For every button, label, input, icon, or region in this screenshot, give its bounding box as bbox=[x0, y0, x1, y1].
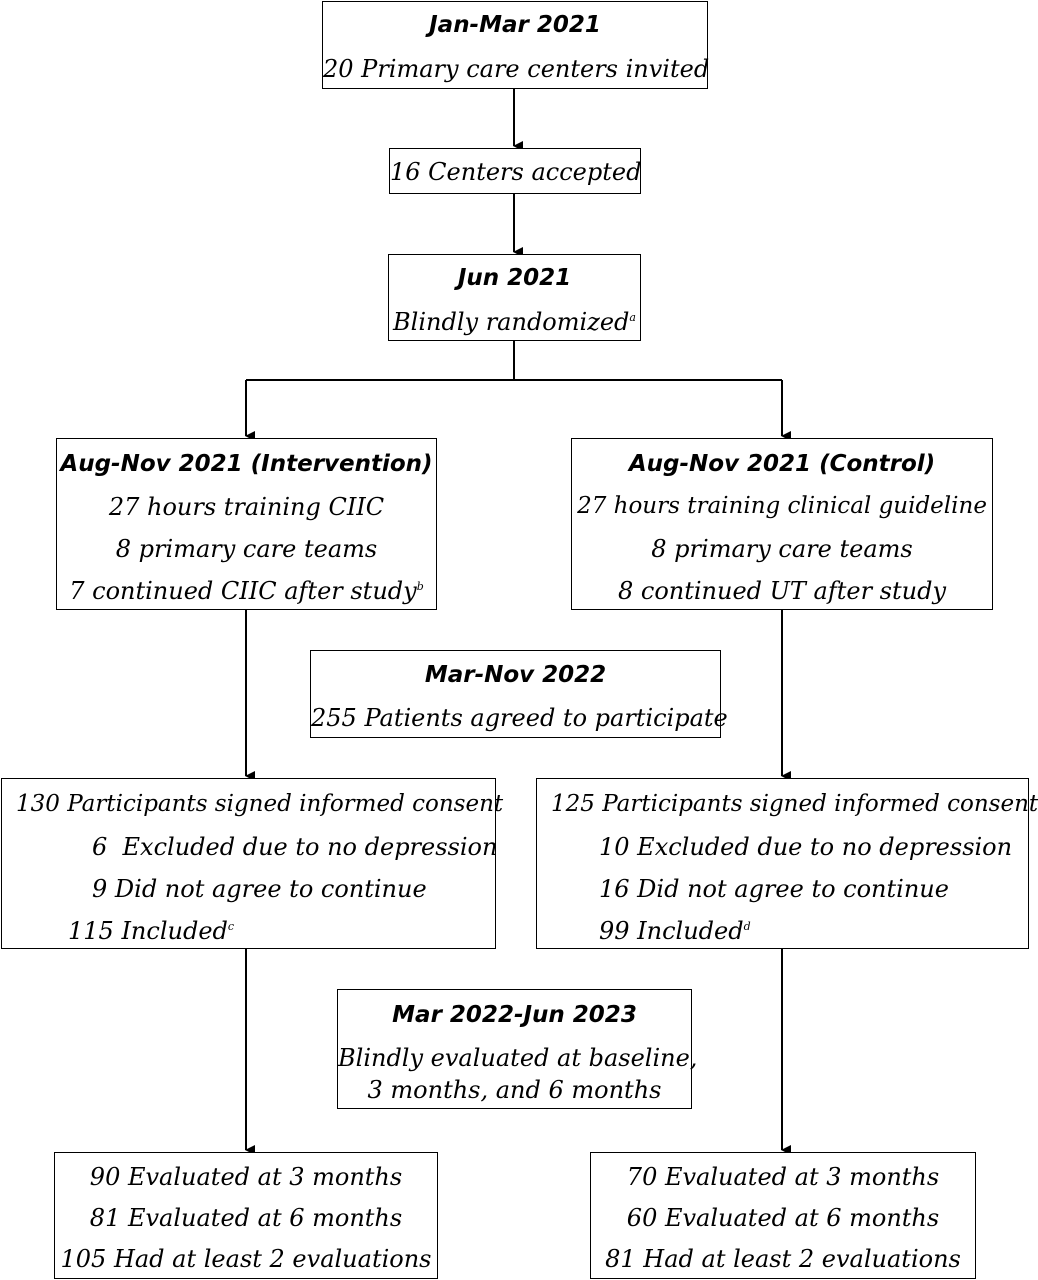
evaluation-text-2: 3 months, and 6 months bbox=[367, 1076, 662, 1104]
intervention-header: Aug-Nov 2021 (Intervention) bbox=[60, 451, 433, 477]
intervention-eval-2plus: 105 Had at least 2 evaluations bbox=[60, 1245, 432, 1273]
control-eval-3m: 70 Evaluated at 3 months bbox=[626, 1163, 940, 1191]
intervention-continued: 7 continued CIIC after studyb bbox=[57, 579, 436, 603]
control-eval-6m: 60 Evaluated at 6 months bbox=[626, 1204, 940, 1232]
randomized-footnote: a bbox=[629, 311, 636, 324]
intervention-footnote: b bbox=[416, 580, 424, 593]
control-included-label: 99 Included bbox=[599, 917, 744, 945]
intervention-eval-6m: 81 Evaluated at 6 months bbox=[89, 1204, 403, 1232]
control-excluded: 10 Excluded due to no depression bbox=[599, 833, 1013, 861]
intervention-declined: 9 Did not agree to continue bbox=[92, 875, 427, 903]
intervention-excluded: 6 Excluded due to no depression bbox=[92, 833, 498, 861]
intervention-eval-3m: 90 Evaluated at 3 months bbox=[89, 1163, 403, 1191]
recruitment-date: Mar-Nov 2022 bbox=[424, 662, 607, 688]
intervention-consent: 130 Participants signed informed consent bbox=[16, 791, 504, 817]
evaluation-date: Mar 2022-Jun 2023 bbox=[392, 1002, 637, 1028]
accepted-text: 16 Centers accepted bbox=[390, 158, 642, 186]
evaluation-box: Mar 2022-Jun 2023 Blindly evaluated at b… bbox=[337, 989, 698, 1109]
recruitment-box: Mar-Nov 2022 255 Patients agreed to part… bbox=[310, 650, 728, 738]
control-included: 99 Includedd bbox=[599, 919, 751, 943]
control-consent: 125 Participants signed informed consent bbox=[551, 791, 1038, 817]
control-declined: 16 Did not agree to continue bbox=[599, 875, 949, 903]
intervention-continued-label: 7 continued CIIC after study bbox=[69, 577, 417, 605]
intervention-training: 27 hours training CIIC bbox=[108, 493, 385, 521]
accepted-box: 16 Centers accepted bbox=[389, 148, 641, 194]
randomized-text: Blindly randomizeda bbox=[389, 310, 640, 334]
control-enroll-box: 125 Participants signed informed consent… bbox=[536, 778, 1038, 949]
control-included-footnote: d bbox=[743, 920, 751, 933]
intervention-included-label: 115 Included bbox=[68, 917, 228, 945]
intervention-followup-box: 90 Evaluated at 3 months 81 Evaluated at… bbox=[54, 1152, 438, 1279]
control-header: Aug-Nov 2021 (Control) bbox=[628, 451, 936, 477]
invited-box: Jan-Mar 2021 20 Primary care centers inv… bbox=[322, 1, 710, 89]
intervention-included: 115 Includedc bbox=[68, 919, 234, 943]
control-box: Aug-Nov 2021 (Control) 27 hours training… bbox=[571, 438, 993, 610]
recruitment-text: 255 Patients agreed to participate bbox=[311, 704, 728, 732]
intervention-box: Aug-Nov 2021 (Intervention) 27 hours tra… bbox=[56, 438, 437, 610]
randomized-date: Jun 2021 bbox=[457, 265, 572, 291]
control-continued: 8 continued UT after study bbox=[617, 577, 947, 605]
intervention-included-footnote: c bbox=[227, 920, 235, 933]
intervention-teams: 8 primary care teams bbox=[115, 535, 378, 563]
control-training: 27 hours training clinical guideline bbox=[577, 493, 987, 519]
control-teams: 8 primary care teams bbox=[651, 535, 913, 563]
invited-text: 20 Primary care centers invited bbox=[323, 55, 710, 83]
randomized-label: Blindly randomized bbox=[393, 308, 630, 336]
control-eval-2plus: 81 Had at least 2 evaluations bbox=[605, 1245, 961, 1273]
control-followup-box: 70 Evaluated at 3 months 60 Evaluated at… bbox=[590, 1152, 976, 1279]
evaluation-text-1: Blindly evaluated at baseline, bbox=[338, 1044, 698, 1072]
intervention-enroll-box: 130 Participants signed informed consent… bbox=[1, 778, 503, 949]
invited-date: Jan-Mar 2021 bbox=[429, 12, 601, 38]
randomized-box: Jun 2021 Blindly randomizeda bbox=[388, 254, 641, 341]
